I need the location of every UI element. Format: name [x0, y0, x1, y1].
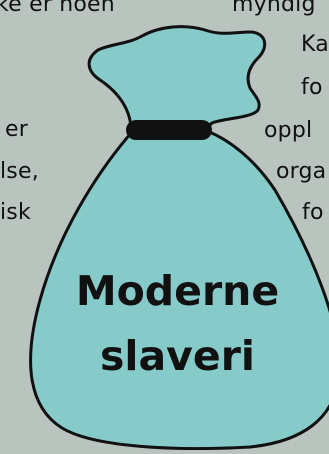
left-text-line-3: lse, [0, 159, 39, 184]
right-text-line-4: oppl [264, 118, 313, 143]
bag-title-line-2: slaveri [100, 332, 255, 380]
right-text-line-3: fo [301, 75, 323, 100]
bag-body-shape [29, 129, 329, 451]
left-text-line-4: isk [0, 200, 31, 225]
right-text-line-6: fo [302, 200, 324, 225]
bag-title-line-1: Moderne [75, 267, 280, 315]
right-text-line-2: Ka [301, 32, 329, 57]
left-text-line-2: er [5, 117, 28, 142]
right-text-line-1: myndig [232, 0, 316, 17]
right-text-line-5: orga [276, 159, 327, 184]
bag-top-shape [87, 25, 267, 135]
left-text-line-1: ke er noen [0, 0, 115, 17]
bag-band [126, 120, 212, 140]
